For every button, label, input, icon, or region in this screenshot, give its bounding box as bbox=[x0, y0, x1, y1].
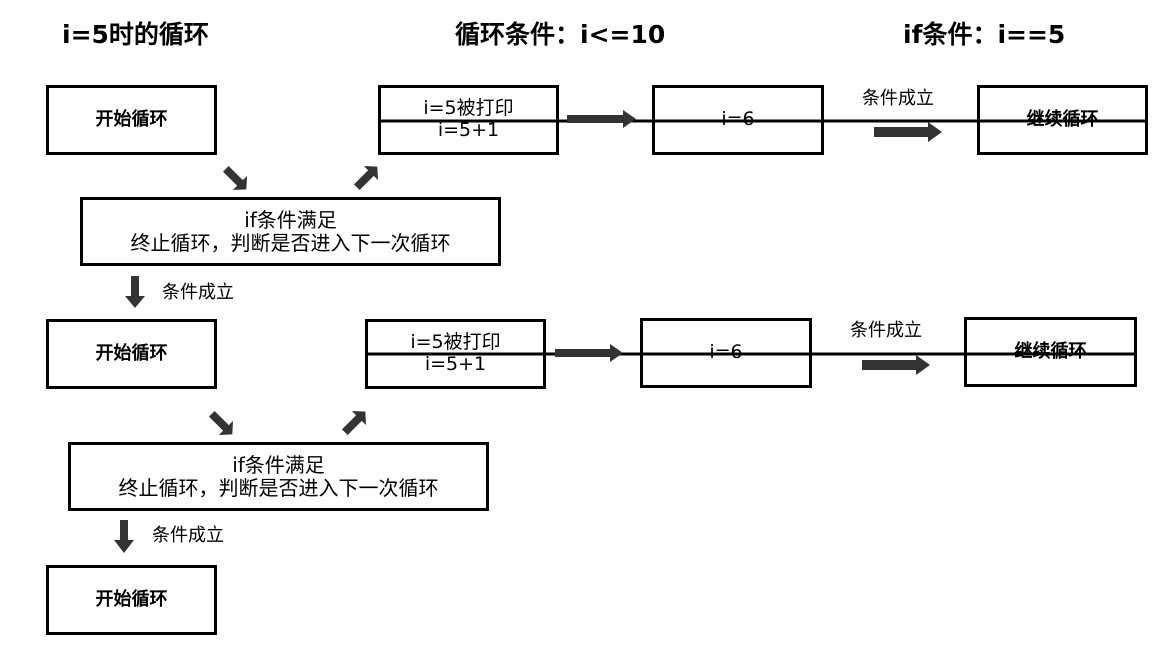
print-box-1: i=5被打印 i=5+1 bbox=[378, 85, 559, 155]
i-value-label: i=6 bbox=[709, 341, 743, 364]
up-right-arrow-2 bbox=[337, 404, 373, 440]
print-box-2: i=5被打印 i=5+1 bbox=[365, 319, 546, 389]
print-line-1: i=5被打印 bbox=[410, 331, 501, 354]
if-condition-line-1: if条件满足 bbox=[244, 207, 337, 232]
down-arrow-1 bbox=[125, 276, 145, 308]
right-arrow-1b bbox=[874, 122, 942, 142]
start-loop-label: 开始循环 bbox=[95, 588, 168, 610]
up-right-arrow-1 bbox=[349, 159, 385, 195]
right-arrow-1a bbox=[567, 110, 636, 128]
print-line-2: i=5+1 bbox=[437, 119, 500, 141]
start-loop-box-3: 开始循环 bbox=[46, 565, 217, 635]
right-arrow-2b bbox=[862, 355, 930, 375]
loop-condition-title: 循环条件：i<=10 bbox=[455, 20, 666, 49]
continue-loop-box-2: 继续循环 bbox=[964, 317, 1137, 387]
if-condition-box-2: if条件满足 终止循环，判断是否进入下一次循环 bbox=[68, 442, 489, 511]
if-condition-title: if条件：i==5 bbox=[903, 20, 1066, 49]
i-value-box-1: i=6 bbox=[652, 85, 824, 155]
i-value-label: i=6 bbox=[721, 108, 755, 131]
if-condition-box-1: if条件满足 终止循环，判断是否进入下一次循环 bbox=[80, 197, 501, 266]
start-loop-label: 开始循环 bbox=[95, 108, 168, 130]
if-condition-line-1: if条件满足 bbox=[232, 452, 325, 477]
down-right-arrow-1 bbox=[218, 161, 254, 197]
i-value-box-2: i=6 bbox=[640, 318, 812, 388]
continue-loop-label: 继续循环 bbox=[1026, 108, 1099, 130]
start-loop-box-1: 开始循环 bbox=[46, 85, 217, 155]
print-line-1: i=5被打印 bbox=[423, 97, 514, 120]
condition-met-down-label-2: 条件成立 bbox=[152, 525, 224, 546]
if-condition-line-2: 终止循环，判断是否进入下一次循环 bbox=[130, 230, 451, 255]
down-right-arrow-2 bbox=[204, 406, 240, 442]
condition-met-down-label-1: 条件成立 bbox=[162, 282, 234, 303]
print-line-2: i=5+1 bbox=[424, 353, 487, 375]
start-loop-box-2: 开始循环 bbox=[46, 319, 217, 389]
start-loop-label: 开始循环 bbox=[95, 342, 168, 364]
if-condition-line-2: 终止循环，判断是否进入下一次循环 bbox=[118, 475, 439, 500]
condition-met-label-1: 条件成立 bbox=[862, 88, 934, 109]
right-arrow-2a bbox=[555, 344, 623, 362]
condition-met-label-2: 条件成立 bbox=[850, 320, 922, 341]
down-arrow-2 bbox=[114, 520, 134, 553]
continue-loop-box-1: 继续循环 bbox=[977, 85, 1148, 155]
continue-loop-label: 继续循环 bbox=[1014, 340, 1087, 362]
loop-title: i=5时的循环 bbox=[62, 20, 209, 49]
